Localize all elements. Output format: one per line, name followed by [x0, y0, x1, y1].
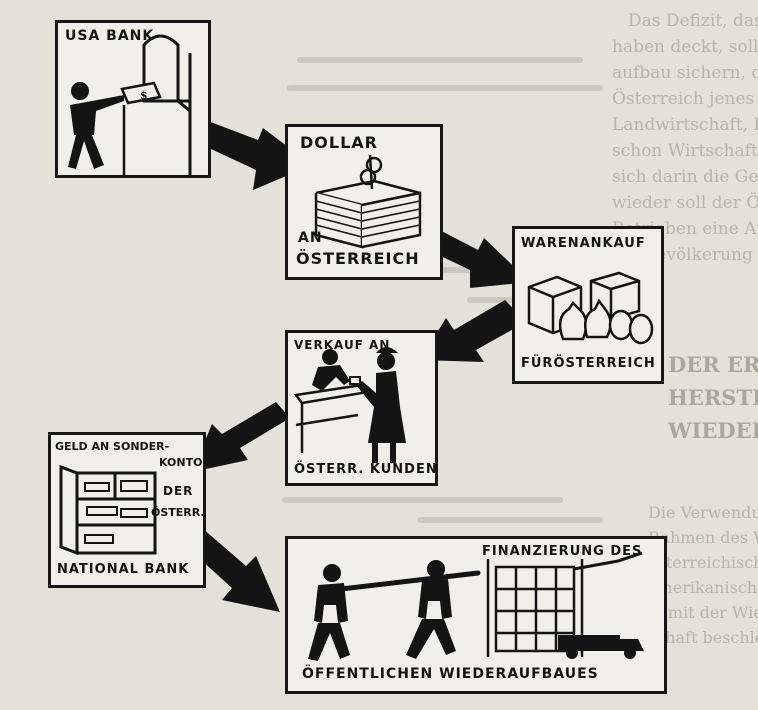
finanzierung-label: FINANZIERUNG DES	[482, 544, 643, 559]
oesterr-label: ÖSTERR.	[151, 506, 205, 519]
dollar-label: DOLLAR	[300, 133, 378, 152]
arrow-nationalbank-to-wiederaufbau	[190, 528, 280, 612]
dollar-stack	[314, 179, 422, 249]
arrow-verkauf-to-nationalbank	[192, 402, 290, 472]
national-bank-label: NATIONAL BANK	[57, 562, 190, 577]
bank-window-arch	[142, 34, 180, 103]
shop-clerk	[312, 349, 350, 391]
carried-beam	[321, 570, 481, 594]
crane-arm	[573, 551, 643, 571]
usa-bank-label: USA BANK	[65, 28, 155, 44]
worker-figure	[406, 560, 456, 659]
goods-sacks	[558, 298, 612, 341]
goods-package	[349, 376, 361, 385]
goods-illustration	[527, 271, 654, 345]
man-head	[71, 82, 89, 100]
geld-an-sonder-label: GELD AN SONDER-	[55, 440, 170, 453]
oesterr-kunden-label: ÖSTERR. KUNDEN	[294, 462, 438, 477]
panel-wiederaufbau: FINANZIERUNG DES ÖFFENTLICHEN WIEDERAUFB…	[285, 536, 667, 694]
bg-heading-line: HERSTELLUNGSMITTEL IM RAHMEN	[668, 385, 758, 410]
svg-text:$: $	[140, 89, 148, 102]
shop-counter	[293, 383, 364, 453]
bank-wall	[177, 53, 192, 175]
bg-heading-line: DER ERP-CHEF	[668, 352, 758, 377]
safe-illustration	[59, 464, 157, 556]
scaffold-building	[486, 559, 584, 657]
der-label: DER	[163, 484, 194, 498]
panel-nationalbank: GELD AN SONDER- KONTO DER ÖSTERR. NATION…	[48, 432, 206, 588]
bg-text-line: amerikanischen Stellen zusammenarbeitet,	[648, 578, 758, 597]
bank-teller-illustration: $	[68, 34, 192, 175]
wiederaufbau-label: ÖFFENTLICHEN WIEDERAUFBAUES	[302, 666, 599, 682]
verkauf-label: VERKAUF AN	[294, 338, 391, 352]
bg-text-line: Rahmen des Wiederaufbaues erfolgt über d…	[648, 528, 758, 547]
dollar-an-label: AN	[298, 230, 323, 246]
panel-usa-bank: $ USA BANK	[55, 20, 211, 178]
dollar-sign-icon	[359, 154, 383, 190]
konto-label: KONTO	[159, 456, 203, 469]
man-legs	[68, 135, 104, 169]
bg-text-line: schaft beschleunigt werden kann.	[648, 628, 758, 647]
bg-text-line: aufbau sichern, den die Gesamtwirtschaft	[612, 63, 758, 83]
arrow-usa-to-dollar	[196, 118, 312, 190]
shop-sale-illustration	[293, 347, 406, 463]
bg-heading-line: WIEDERAUFBAUES	[667, 418, 758, 443]
man-body	[70, 95, 124, 135]
worker-figure	[308, 564, 350, 661]
bg-text-line: schon Wirtschaft oder Erwerb abzugeben	[612, 141, 758, 161]
arrow-warenankauf-to-verkauf	[420, 300, 526, 362]
money-bundle	[120, 81, 162, 105]
panel-dollar: DOLLAR AN ÖSTERREICH	[285, 124, 443, 280]
bg-text-line: Österreich jenes Lebensmittel, Rohstoffe	[612, 88, 758, 109]
arrow-dollar-to-warenankauf	[424, 225, 530, 288]
truck-icon	[558, 635, 644, 659]
bg-text-line: damit der Wiederaufbau der gesamten Wirt…	[648, 603, 758, 622]
panel-verkauf: VERKAUF AN ÖSTERR. KUNDEN	[285, 330, 438, 486]
bg-text-line: Die Verwendung der Schillinggegenwerte i…	[648, 503, 758, 522]
bg-text-line: Landwirtschaft, Industrie und Handel zu	[612, 115, 758, 135]
customer	[356, 347, 406, 463]
reconstruction-illustration	[308, 551, 644, 661]
bg-text-line: Das Defizit, das die amerikanischen Gut-	[628, 11, 758, 31]
warenankauf-label: WARENANKAUF	[521, 236, 646, 251]
panel-warenankauf: WARENANKAUF FÜRÖSTERREICH	[512, 226, 664, 384]
money-stacks	[84, 480, 148, 544]
bg-text-line: sich darin die Gegenwert aufgebracht wer…	[612, 167, 758, 187]
dollar-stack-illustration	[314, 154, 422, 249]
goods-barrels	[608, 309, 654, 345]
bg-text-line: haben deckt, soll mit diesen Waren den W…	[612, 37, 758, 57]
fuer-oesterreich-label: FÜRÖSTERREICH	[521, 356, 656, 371]
bg-text-line: wieder soll der Österreicher geholfen	[612, 192, 758, 213]
dollar-austria-label: ÖSTERREICH	[296, 249, 420, 268]
bg-text-line: österreichische Regierung, die mit den	[648, 553, 758, 572]
